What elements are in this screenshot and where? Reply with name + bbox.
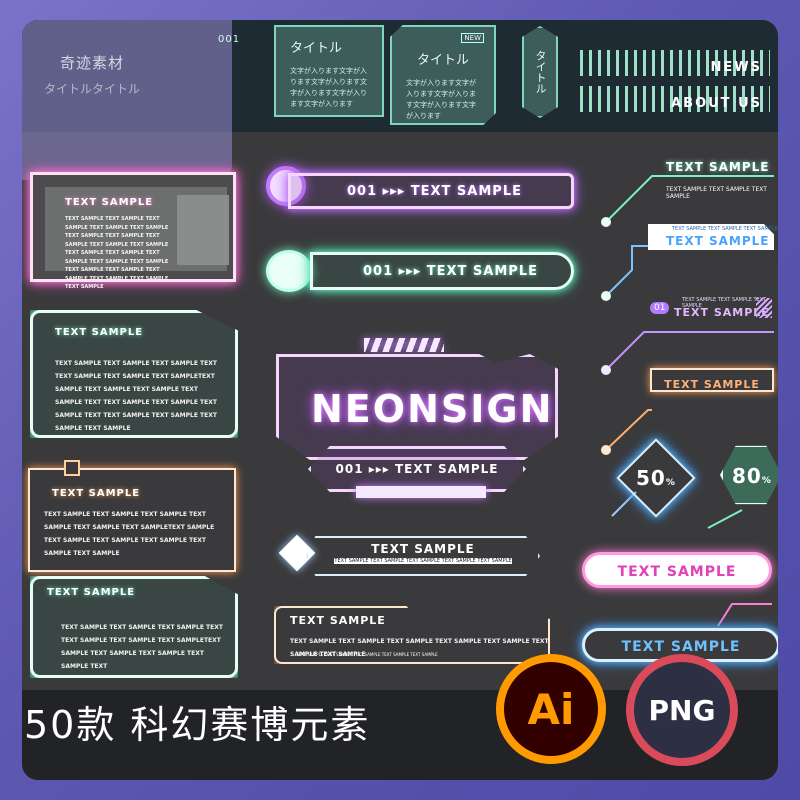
callout-1-title: TEXT SAMPLE — [666, 160, 770, 174]
left-panel-3: TEXT SAMPLE TEXT SAMPLE TEXT SAMPLE TEXT… — [28, 460, 236, 572]
left-panel-1-body: TEXT SAMPLE TEXT SAMPLE TEXT SAMPLE TEXT… — [65, 216, 169, 290]
callout-4-title: TEXT SAMPLE — [664, 378, 760, 391]
badge-50-value: 50% — [636, 466, 676, 490]
news-button[interactable]: NEWS — [580, 50, 770, 76]
green-bar[interactable]: 001 ▸▸▸ TEXT SAMPLE — [310, 252, 574, 290]
neonsign-stripes — [364, 338, 444, 352]
news-label: NEWS — [710, 60, 762, 75]
callout-line-1 — [605, 175, 774, 223]
orange-frame-body: TEXT SAMPLE TEXT SAMPLE TEXT SAMPLE TEXT… — [290, 638, 549, 658]
left-panel-1: TEXT SAMPLE TEXT SAMPLE TEXT SAMPLE TEXT… — [30, 172, 236, 290]
title-box-1-title: タイトル — [290, 41, 343, 56]
callout-line-5 — [611, 491, 637, 517]
neonsign-frame: NEONSIGN — [276, 354, 558, 460]
left-panel-2-title: TEXT SAMPLE — [55, 327, 144, 338]
callout-2-title: TEXT SAMPLE — [666, 234, 770, 248]
diamond-banner-sub: TEXT SAMPLE TEXT SAMPLE TEXT SAMPLE TEXT… — [334, 558, 512, 564]
pink-pill[interactable]: TEXT SAMPLE — [582, 552, 772, 588]
orange-frame-title: TEXT SAMPLE — [290, 614, 386, 627]
left-panel-4-title: TEXT SAMPLE — [47, 587, 136, 598]
neonsign-subbar-label: 001 ▸▸▸ TEXT SAMPLE — [335, 462, 499, 476]
left-panel-3-body: TEXT SAMPLE TEXT SAMPLE TEXT SAMPLE TEXT… — [44, 511, 215, 557]
badge-80-number: 80 — [732, 464, 762, 488]
neonsign-subbar: 001 ▸▸▸ TEXT SAMPLE — [308, 446, 526, 492]
purple-bar-knob[interactable] — [266, 166, 306, 206]
watermark-overlay — [22, 20, 232, 180]
callout-3-title: TEXT SAMPLE — [674, 306, 770, 319]
title-box-1-body: 文字が入ります文字が入ります文字が入ります文字が入ります文字が入ります文字が入り… — [290, 67, 367, 108]
title-box-1: タイトル 文字が入ります文字が入ります文字が入ります文字が入ります文字が入ります… — [274, 25, 384, 117]
callout-2-sub: TEXT SAMPLE TEXT SAMPLE TEXT SAMPLE — [672, 226, 778, 232]
badge-50-pct: % — [665, 478, 676, 488]
neonsign-title: NEONSIGN — [311, 387, 554, 431]
badge-80-value: 80% — [732, 464, 772, 488]
badge-50-number: 50 — [636, 466, 666, 490]
left-panel-1-title: TEXT SAMPLE — [65, 197, 154, 208]
left-panel-3-square — [64, 460, 80, 476]
left-panel-1-thumb — [177, 195, 229, 265]
diamond-banner: TEXT SAMPLE TEXT SAMPLE TEXT SAMPLE TEXT… — [306, 536, 540, 576]
callout-2-box — [648, 224, 774, 250]
orange-frame-sub: TEXT SAMPLE TEXT SAMPLE TEXT SAMPLE TEXT… — [296, 652, 438, 657]
png-icon: PNG — [626, 654, 738, 766]
png-label: PNG — [648, 693, 716, 727]
orange-frame: TEXT SAMPLE TEXT SAMPLE TEXT SAMPLE TEXT… — [274, 606, 550, 664]
purple-bar-label: 001 ▸▸▸ TEXT SAMPLE — [347, 183, 522, 199]
callout-4-box: TEXT SAMPLE — [650, 368, 774, 392]
left-panel-3-title: TEXT SAMPLE — [52, 488, 141, 499]
callout-3-sub: TEXT SAMPLE TEXT SAMPLE TEXT SAMPLE — [682, 297, 767, 309]
left-panel-2-body: TEXT SAMPLE TEXT SAMPLE TEXT SAMPLE TEXT… — [55, 360, 217, 432]
callout-dot-4 — [601, 445, 611, 455]
title-box-2-body: 文字が入ります文字が入ります文字が入ります文字が入ります文字が入ります — [406, 79, 476, 120]
callout-dot-3 — [601, 365, 611, 375]
left-panel-4-body: TEXT SAMPLE TEXT SAMPLE TEXT SAMPLE TEXT… — [61, 624, 223, 670]
purple-bar[interactable]: 001 ▸▸▸ TEXT SAMPLE — [288, 173, 574, 209]
callout-dot-1 — [601, 217, 611, 227]
green-bar-label: 001 ▸▸▸ TEXT SAMPLE — [363, 263, 538, 279]
green-bar-knob[interactable] — [266, 250, 312, 292]
watermark-number: 001 — [218, 34, 241, 45]
callout-1-sub: TEXT SAMPLE TEXT SAMPLE TEXT SAMPLE — [666, 186, 767, 200]
vertical-title: タイトル — [534, 50, 547, 94]
badge-80-pct: % — [761, 476, 772, 486]
callout-line-2 — [605, 245, 774, 297]
new-badge: NEW — [461, 33, 484, 43]
callout-3-stripes — [756, 298, 772, 318]
footer-title: 50款 科幻赛博元素 — [24, 703, 371, 747]
callout-line-3 — [605, 331, 774, 371]
callout-3-num: 01 — [650, 302, 670, 314]
diamond-banner-title: TEXT SAMPLE — [371, 542, 475, 556]
about-us-label: ABOUT US — [671, 96, 762, 111]
watermark-text: 奇迹素材 — [60, 54, 125, 72]
left-panel-2: TEXT SAMPLE TEXT SAMPLE TEXT SAMPLE TEXT… — [30, 310, 238, 438]
callout-line-4 — [605, 409, 652, 451]
showcase-card: タイトル 文字が入ります文字が入ります文字が入ります文字が入ります文字が入ります… — [22, 20, 778, 780]
title-box-2-title: タイトル — [416, 53, 469, 68]
ai-label: Ai — [527, 684, 575, 734]
callout-lines — [601, 175, 774, 627]
callout-line-6 — [707, 509, 743, 529]
callout-dot-2 — [601, 291, 611, 301]
illustrator-icon: Ai — [496, 654, 606, 764]
vertical-title-box: タイトル — [522, 26, 558, 118]
title-box-2: NEW タイトル 文字が入ります文字が入ります文字が入ります文字が入ります文字が… — [390, 25, 496, 125]
neonsign-base — [356, 486, 486, 498]
pink-pill-label: TEXT SAMPLE — [617, 564, 737, 580]
watermark-subtext: タイトルタイトル — [44, 82, 141, 96]
callout-line-7 — [717, 603, 772, 627]
about-us-button[interactable]: ABOUT US — [580, 86, 770, 112]
left-panel-4: TEXT SAMPLE TEXT SAMPLE TEXT SAMPLE TEXT… — [30, 576, 238, 678]
blue-pill-label: TEXT SAMPLE — [621, 639, 741, 655]
